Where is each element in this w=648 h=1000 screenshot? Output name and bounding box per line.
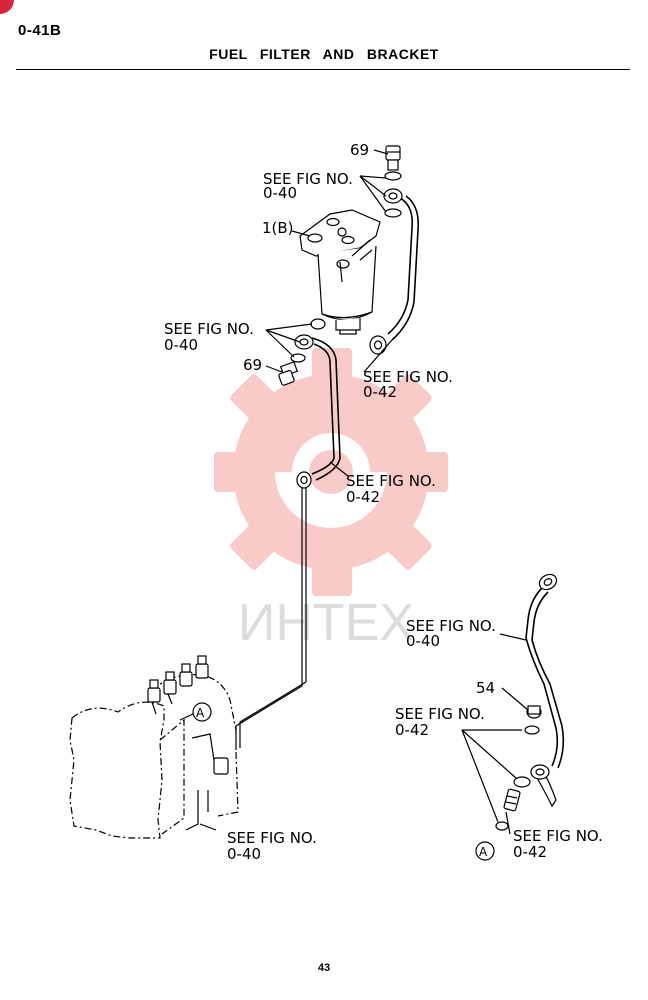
page-number: 43: [317, 962, 331, 974]
callout-see-0-40-br-num: 0-40: [406, 632, 440, 650]
callout-see-0-40-bl: SEE FIG NO.: [227, 829, 317, 847]
ref-a-left-label: A: [196, 706, 205, 720]
fuel-pipe-middle: [235, 318, 341, 750]
callout-see-0-40-top: SEE FIG NO.: [263, 170, 353, 188]
callout-see-0-42-br: SEE FIG NO.: [395, 705, 485, 723]
callout-1b: 1(B): [262, 219, 294, 237]
callout-see-0-40-br: SEE FIG NO.: [406, 617, 496, 635]
callout-see-0-40-mid-num: 0-40: [164, 336, 198, 354]
callout-69-top: 69: [350, 141, 369, 159]
leader-lines: [199, 149, 529, 835]
callout-see-0-40-mid: SEE FIG NO.: [164, 320, 254, 338]
callout-see-0-42-bb-num: 0-42: [513, 843, 547, 861]
callout-see-0-40-bl-num: 0-40: [227, 845, 261, 863]
title-rule: [16, 69, 630, 70]
ref-a-right: A: [475, 841, 495, 861]
return-pipe-assembly: [495, 573, 565, 831]
injection-pump: [69, 655, 239, 839]
callout-see-0-42-right: SEE FIG NO.: [363, 368, 453, 386]
callout-69-mid: 69: [243, 356, 262, 374]
callout-54: 54: [476, 679, 495, 697]
ref-a-left: A: [179, 702, 212, 722]
page-title: FUEL FILTER AND BRACKET: [209, 46, 439, 62]
callout-see-0-40-top-num: 0-40: [263, 184, 297, 202]
callout-labels: 69 SEE FIG NO. 0-40 1(B) SEE FIG NO. 0-4…: [164, 141, 603, 863]
fuel-pipe-right: [369, 145, 420, 355]
page-code: 0-41B: [18, 22, 62, 39]
callout-see-0-42-right-num: 0-42: [363, 383, 397, 401]
callout-see-0-42-mid-num: 0-42: [346, 488, 380, 506]
callout-see-0-42-br-num: 0-42: [395, 721, 429, 739]
fuel-filter-assembly: [299, 209, 381, 335]
callout-see-0-42-mid: SEE FIG NO.: [346, 472, 436, 490]
watermark-text: ИНТЕХ: [238, 594, 414, 652]
ref-a-right-label: A: [479, 845, 488, 859]
callout-see-0-42-bb: SEE FIG NO.: [513, 827, 603, 845]
